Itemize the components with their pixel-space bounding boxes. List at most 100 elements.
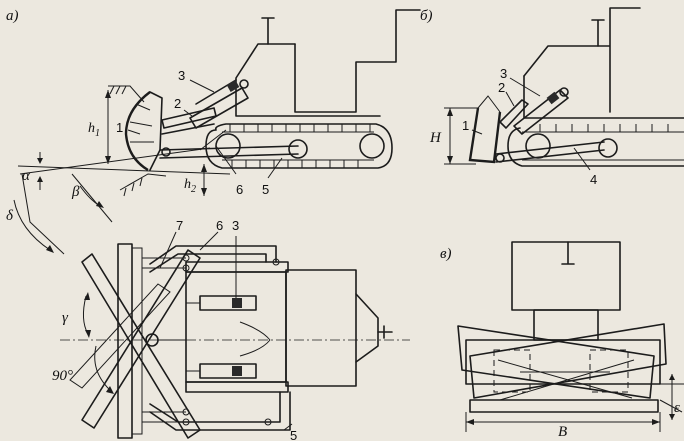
H-arrow-top (447, 108, 453, 116)
leader-3 (189, 79, 215, 93)
cab-outline (294, 9, 421, 113)
track-left-front (493, 349, 531, 393)
idler-wheel (215, 133, 241, 159)
label-3-a: 3 (178, 68, 185, 83)
B-arrow-right (652, 419, 660, 425)
blade-inner-edge (132, 247, 143, 435)
cutting-line (19, 147, 211, 175)
idler-wheel-b (525, 133, 551, 159)
panel-label-v: в) (440, 246, 452, 262)
label-4-b: 4 (590, 172, 597, 187)
tractor-rear (355, 293, 379, 363)
panel-label-a: а) (6, 8, 19, 24)
exhaust-pipe (261, 17, 275, 45)
label-1-b: 1 (462, 118, 469, 133)
leader-1 (127, 129, 141, 135)
label-H: H (429, 130, 442, 146)
leader-5-plan (283, 423, 293, 431)
radiator-front (533, 309, 599, 341)
gamma-arrow-top (84, 292, 90, 300)
push-arm-lower-inner (149, 391, 281, 423)
track-links (229, 124, 371, 168)
H-dim-line (444, 107, 478, 165)
cab-outline-b (523, 7, 641, 113)
crawler-track (205, 123, 393, 169)
label-h2-main: h (184, 177, 191, 192)
beta-line (71, 173, 113, 223)
B-arrow-left (466, 419, 474, 425)
alpha-arrow-top (37, 158, 43, 164)
frame-pivot-b (495, 153, 505, 163)
label-6-plan: 6 (216, 218, 223, 233)
panel-label-b: б) (420, 8, 433, 24)
tilt-link (161, 107, 217, 129)
blade-front-brace-1 (497, 359, 635, 401)
cab-front (511, 241, 621, 311)
beta-arrow (96, 201, 104, 208)
epsilon-arrow-bottom (669, 414, 675, 420)
label-alpha: α (22, 168, 31, 184)
rod-joint-6 (264, 418, 272, 426)
epsilon-arrow-top (669, 374, 675, 380)
crawler-track-b (507, 127, 684, 167)
roller-wheel (288, 139, 308, 159)
exhaust-front (561, 241, 575, 265)
label-h1-sub: 1 (95, 128, 100, 139)
blade-ribs (129, 103, 154, 143)
drive-sprocket (359, 133, 385, 159)
blade (124, 91, 151, 172)
delta-arrow (46, 245, 54, 253)
track-inner (222, 131, 374, 161)
label-h2-sub: 2 (191, 184, 196, 195)
tilt-brace (161, 123, 215, 135)
track-top-plan (185, 261, 289, 273)
label-2-b: 2 (498, 80, 505, 95)
exhaust-pipe-b (591, 19, 605, 47)
ground-line (17, 165, 231, 175)
swing-arc-lower (239, 339, 271, 357)
panel-b-side-view: б) 1 2 3 (420, 7, 684, 187)
h1-arrow-top (105, 90, 111, 98)
track-bottom-plan (185, 381, 289, 393)
label-h1-main: h (88, 121, 95, 136)
swing-arc-upper (239, 321, 271, 341)
blade-front-lower (469, 399, 659, 413)
label-h2: h2 (184, 177, 196, 195)
cut-soil-hatch (109, 85, 127, 95)
rear-hitch (377, 325, 393, 339)
lift-cylinder (189, 79, 249, 129)
engine-hood (235, 43, 381, 117)
leader-2 (183, 109, 193, 117)
leader-1-b (471, 129, 483, 135)
h2-arrow-top (201, 164, 207, 172)
blade-angled-3 (69, 283, 171, 389)
label-6-a: 6 (236, 182, 243, 197)
blade-front-tilt-2 (469, 323, 667, 399)
push-arm-upper-inner (149, 253, 267, 273)
label-epsilon: ε (674, 400, 680, 416)
label-90: 90° (52, 368, 73, 384)
label-B: B (558, 424, 567, 440)
blade-back (149, 91, 163, 171)
gamma-arc (82, 295, 89, 335)
cut-soil-bottom-hatch (123, 177, 143, 197)
rod-joint-5 (272, 258, 280, 266)
lift-cylinder-b (513, 87, 569, 135)
label-delta: δ (6, 208, 14, 224)
push-arm-lower (149, 391, 291, 431)
panel-plan-view: 7 6 3 5 γ 90° (52, 218, 410, 441)
track-links-b (539, 124, 669, 132)
alpha-arrow-bottom (37, 176, 43, 182)
push-frame (159, 145, 299, 159)
label-5-plan: 5 (290, 428, 297, 441)
panel-a-side-view: а) (6, 8, 421, 255)
leader-7 (159, 231, 177, 269)
leader-2-b (505, 91, 515, 107)
cylinder-lower-plan (186, 363, 257, 379)
track-inner-b (522, 131, 684, 161)
push-frame-b (495, 141, 605, 163)
h1-arrow-bottom (105, 156, 111, 164)
label-2-a: 2 (174, 96, 181, 111)
leader-3-b (509, 77, 541, 97)
